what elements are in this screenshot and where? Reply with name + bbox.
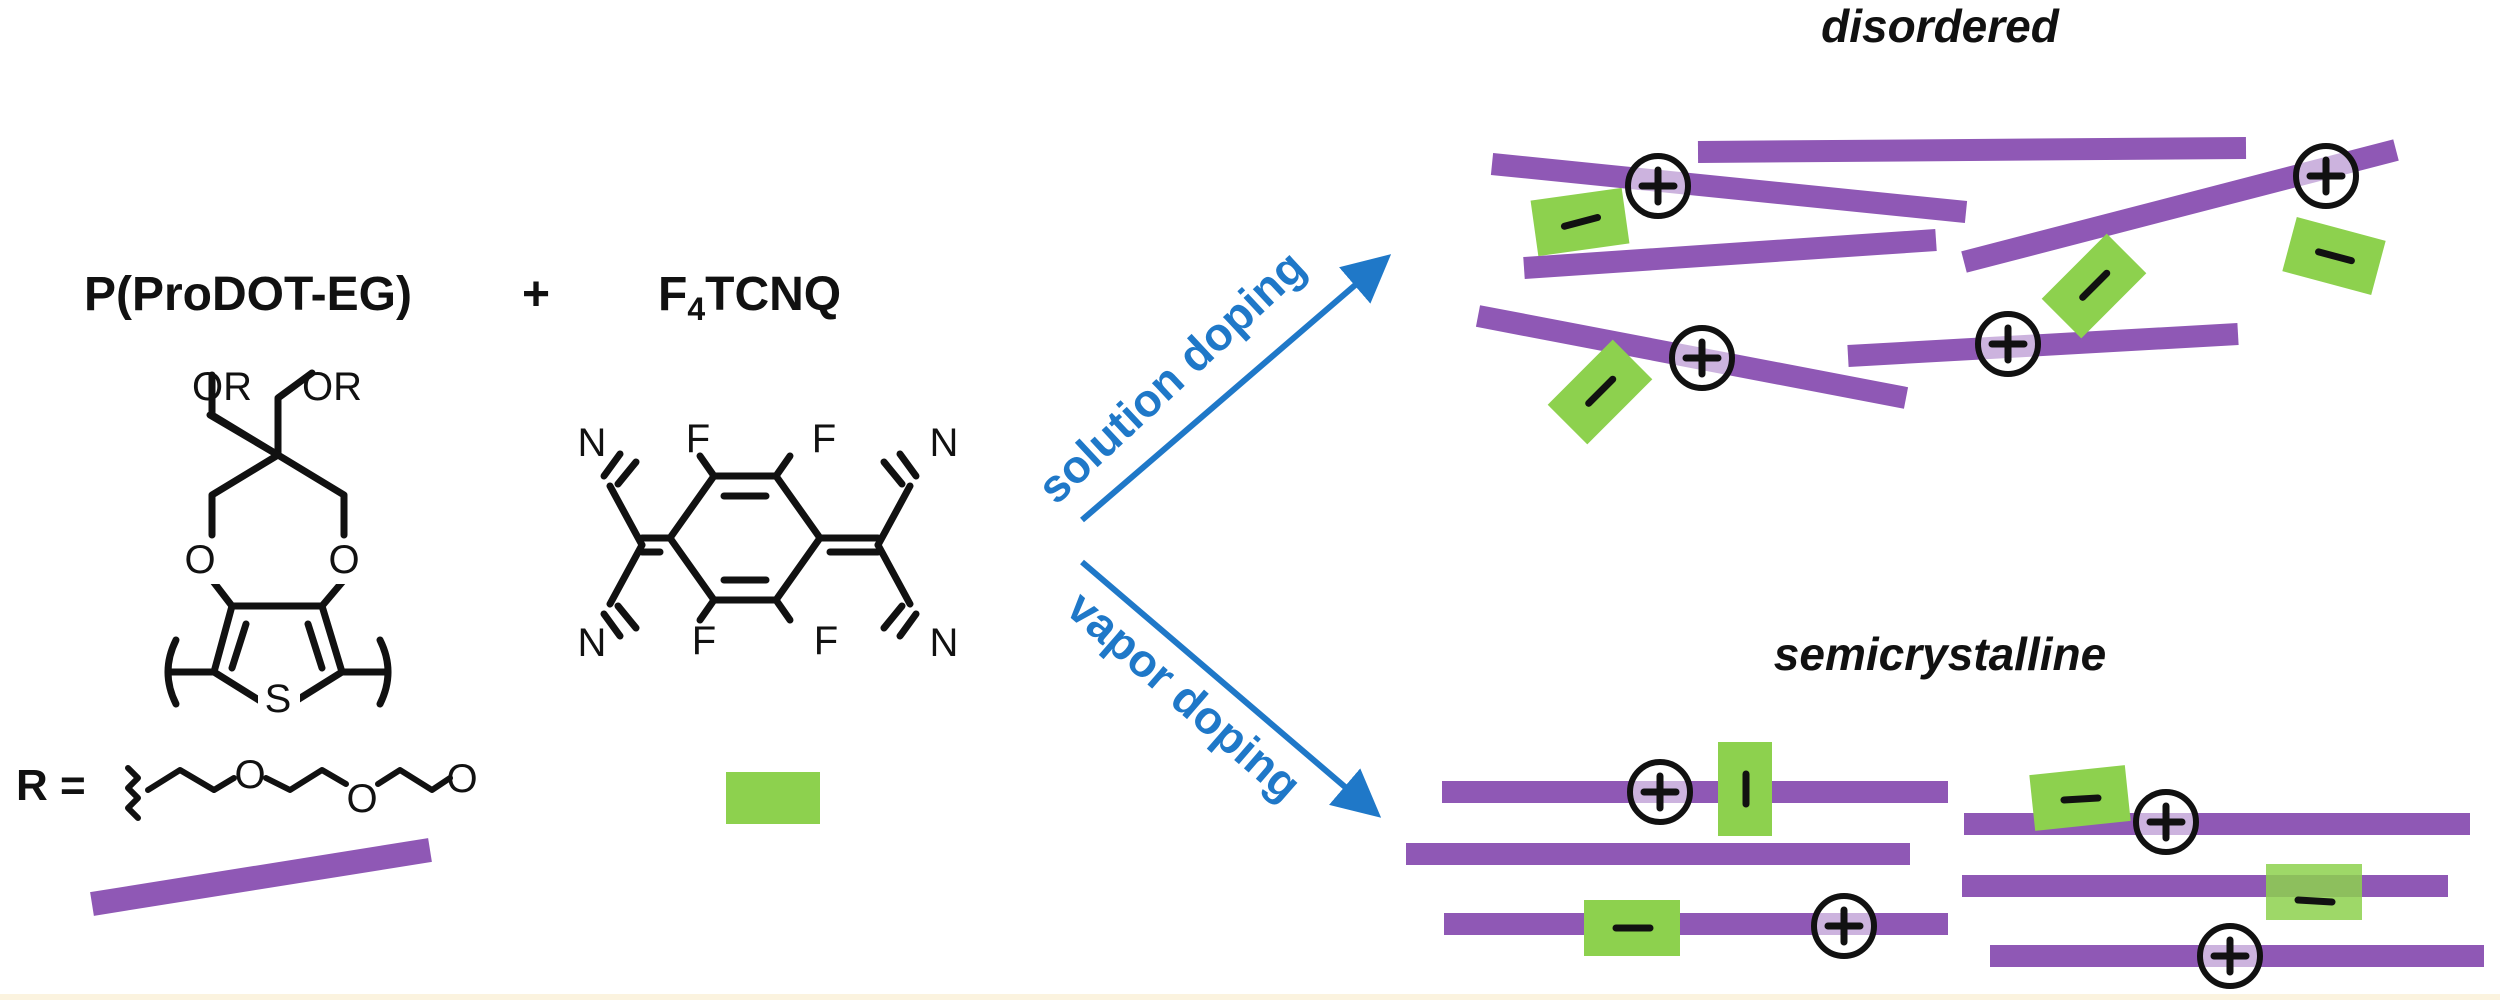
fluorine-top-left: F (686, 417, 710, 461)
dopant-anion (2266, 864, 2362, 920)
nitrile-n-top-right: N (930, 421, 959, 465)
r-group-chain (125, 765, 453, 821)
fluorine-top-right: F (812, 417, 836, 461)
polymer-legend-bar (90, 838, 432, 916)
r-group-label: R = (16, 761, 86, 810)
r-group-oxygen-1: O (234, 753, 265, 797)
polymer-chain (1697, 137, 2247, 163)
polymer-chain (1847, 323, 2239, 367)
polymer-name: P(ProDOT-EG) (84, 268, 412, 321)
polymer-chain (1523, 229, 1937, 279)
r-group-oxygen-3: O (446, 757, 477, 801)
polymer-chain (1490, 153, 1968, 223)
plus-sign: + (522, 268, 550, 321)
nitrile-n-bottom-left: N (578, 621, 607, 665)
semicrystalline-morphology (1406, 742, 2484, 989)
disordered-title: disordered (1821, 0, 2060, 52)
solution-doping-arrow (1080, 254, 1392, 523)
fluorine-bottom-left: F (692, 619, 716, 663)
vapor-doping-arrow (1080, 559, 1382, 818)
side-group-or-left: OR (192, 365, 252, 409)
r-group-oxygen-2: O (346, 777, 377, 821)
polymer-structure (164, 369, 392, 716)
thiophene-sulfur: S (265, 677, 292, 721)
fluorine-bottom-right: F (814, 619, 838, 663)
dopant-legend-block (726, 772, 820, 824)
dopant-structure (600, 450, 920, 640)
nitrile-n-bottom-right: N (930, 621, 959, 665)
disordered-morphology (1475, 137, 2399, 445)
side-group-or-right: OR (302, 365, 362, 409)
ring-oxygen-left: O (184, 538, 215, 582)
semicrystalline-title: semicrystalline (1774, 628, 2106, 680)
dopant-name: F4TCNQ (658, 268, 841, 327)
nitrile-n-top-left: N (578, 421, 607, 465)
ring-oxygen-right: O (328, 538, 359, 582)
